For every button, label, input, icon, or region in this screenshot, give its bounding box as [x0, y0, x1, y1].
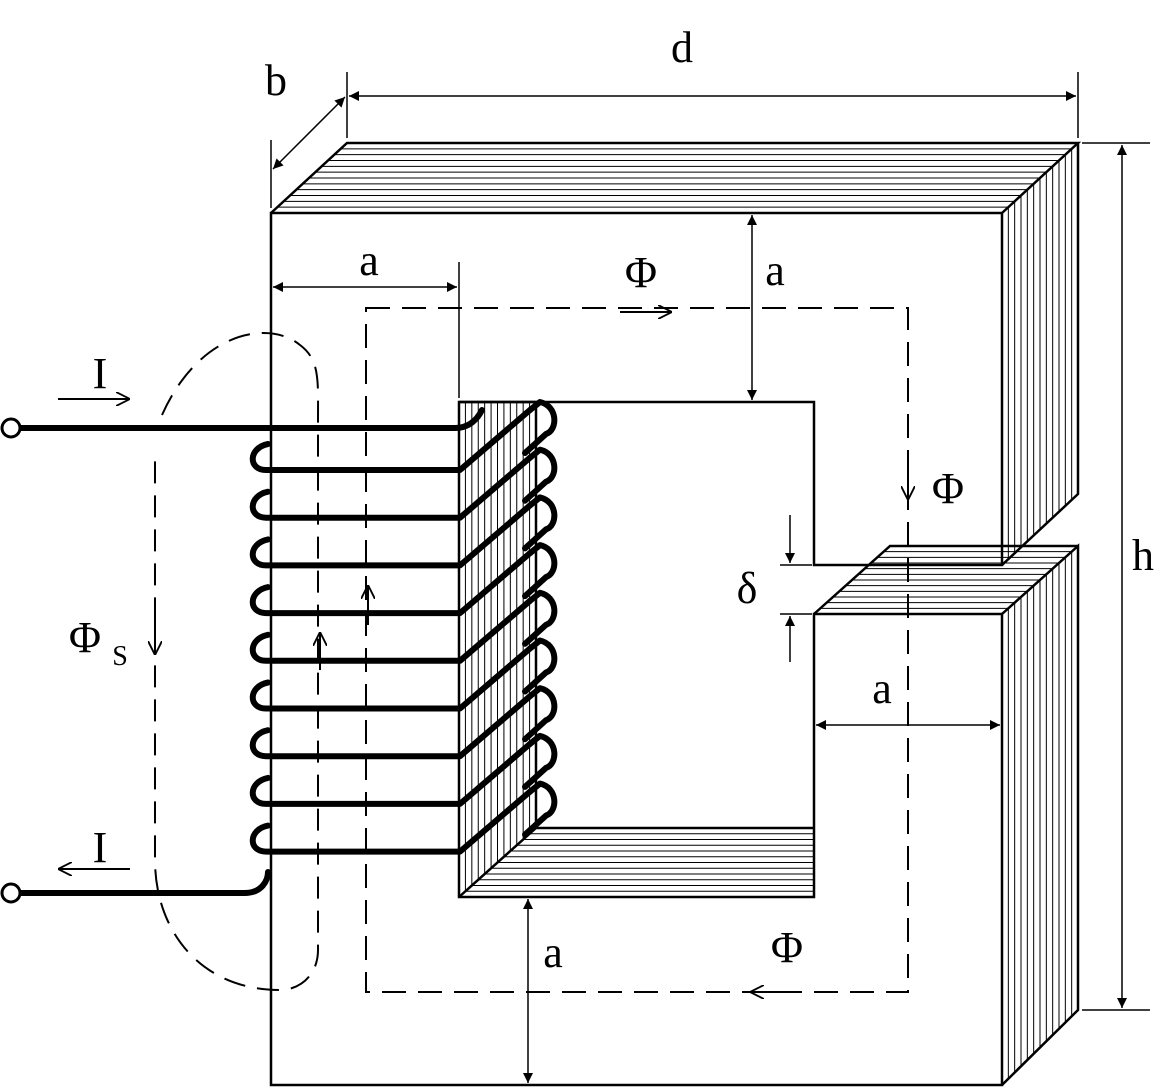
lamination-right-upper: [1007, 148, 1073, 560]
label-b: b: [265, 56, 287, 105]
coil-turn-back: [522, 637, 558, 695]
lamination-right-lower: [1007, 551, 1073, 1079]
coil-turn-front: [249, 645, 533, 712]
lamination-lines: [277, 148, 1073, 1079]
main-flux-path: [365, 307, 909, 993]
core-top-face: [270, 141, 1082, 214]
label-flux-right: Φ: [932, 464, 964, 513]
label-h: h: [1132, 531, 1154, 580]
coil-turn-front: [249, 454, 533, 521]
coil-turn-back: [522, 780, 558, 838]
coil-turn-front: [249, 693, 533, 760]
terminals: [0, 417, 22, 904]
label-a-bottom: a: [543, 928, 563, 977]
core-outline: [269, 141, 1082, 1087]
label-leakage-flux: Φ: [69, 613, 101, 662]
lamination-top: [277, 148, 1072, 208]
labels: d b h a a a a δ Φ Φ Φ Φ S I I: [69, 23, 1154, 977]
dim-b: [272, 96, 346, 170]
lamination-gap-face: [820, 551, 1072, 609]
coil-turn-front: [249, 740, 533, 807]
lamination-window-bottom: [465, 833, 814, 892]
label-a-top: a: [765, 246, 785, 295]
coil-turn-front: [249, 597, 533, 664]
core-gap-face: [813, 544, 1078, 615]
label-a-right: a: [872, 664, 892, 713]
coil-turn-back: [522, 542, 558, 600]
core-window-left-face: [458, 400, 538, 898]
terminal-top: [0, 417, 22, 439]
label-flux-top: Φ: [625, 248, 657, 297]
label-flux-bottom: Φ: [771, 923, 803, 972]
coil-turn-back: [522, 589, 558, 647]
lead-top: [17, 407, 485, 431]
direction-arrows: [58, 312, 908, 992]
label-leakage-sub: S: [112, 641, 128, 672]
coil-turn-back: [522, 685, 558, 743]
coil-turn-back: [522, 446, 558, 504]
coil-turn-front: [249, 550, 533, 617]
coil-turn-back: [522, 494, 558, 552]
terminal-bottom: [0, 882, 22, 904]
coil-turn-front: [249, 407, 533, 473]
lead-bottom: [17, 869, 271, 896]
coil-turn-back: [522, 732, 558, 790]
label-gap: δ: [737, 564, 758, 613]
coil-turn-back: [522, 399, 558, 456]
label-current-in: I: [93, 349, 108, 398]
core-right-upper-face: [1001, 143, 1080, 566]
core-front-upper: [269, 211, 1004, 1087]
label-current-out: I: [93, 823, 108, 872]
coil-winding: [17, 399, 558, 896]
core-right-lower-face: [1001, 543, 1080, 1086]
coil-turn-front: [249, 502, 533, 569]
coil-turn-front: [249, 788, 533, 855]
dimension-lines: [270, 72, 1150, 1083]
label-a-left: a: [359, 236, 379, 285]
leakage-flux-path: [154, 332, 320, 992]
label-d: d: [671, 23, 693, 72]
